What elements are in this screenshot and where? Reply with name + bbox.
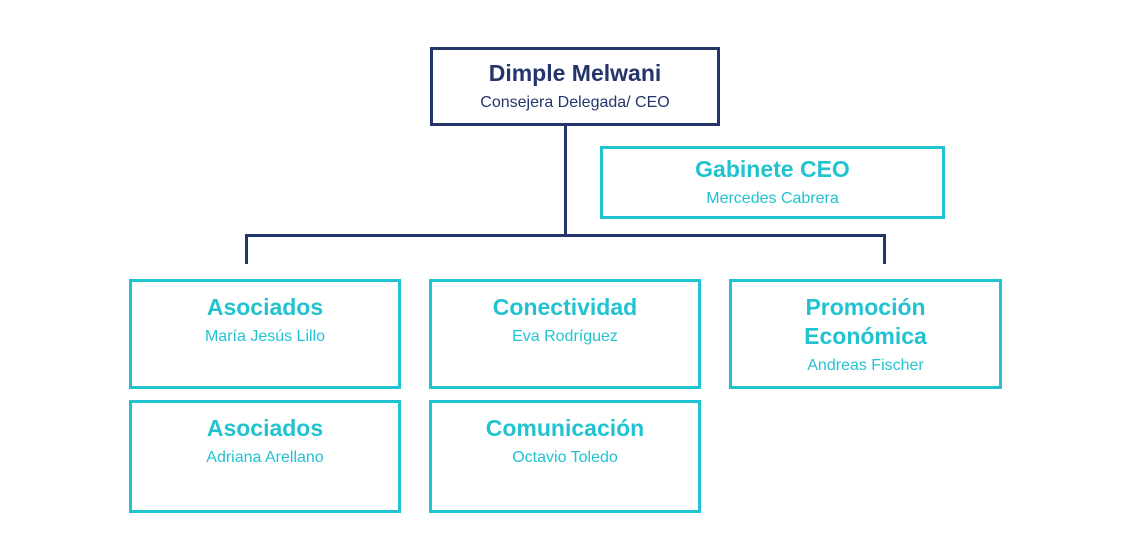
org-node-title: Asociados	[206, 294, 324, 320]
org-node-title: Gabinete CEO	[695, 156, 850, 183]
org-node-subtitle: Mercedes Cabrera	[706, 189, 839, 207]
org-node-title: Asociados	[206, 415, 324, 441]
org-node-subtitle: Andreas Fischer	[807, 356, 924, 374]
connector-drop-right	[883, 234, 886, 264]
org-node-comunicacion: Comunicación Octavio Toledo	[429, 400, 701, 513]
org-node-gabinete-ceo: Gabinete CEO Mercedes Cabrera	[600, 146, 945, 219]
org-node-subtitle: Octavio Toledo	[512, 448, 618, 466]
connector-branch-horizontal	[245, 234, 886, 237]
org-node-title: Dimple Melwani	[488, 60, 662, 87]
org-node-conectividad: Conectividad Eva Rodríguez	[429, 279, 701, 389]
org-node-title: Comunicación	[485, 415, 645, 441]
org-node-asociados-1: Asociados María Jesús Lillo	[129, 279, 401, 389]
org-node-subtitle: María Jesús Lillo	[204, 327, 326, 345]
org-node-ceo: Dimple Melwani Consejera Delegada/ CEO	[430, 47, 720, 126]
org-node-subtitle: Consejera Delegada/ CEO	[480, 93, 670, 111]
org-node-subtitle: Eva Rodríguez	[512, 327, 618, 345]
connector-root-vertical	[564, 126, 567, 235]
org-node-asociados-2: Asociados Adriana Arellano	[129, 400, 401, 513]
org-node-title: Promoción Económica	[804, 294, 927, 349]
org-node-subtitle: Adriana Arellano	[206, 448, 324, 466]
org-node-promocion-economica: Promoción Económica Andreas Fischer	[729, 279, 1002, 389]
org-node-title: Conectividad	[492, 294, 638, 320]
connector-drop-left	[245, 234, 248, 264]
